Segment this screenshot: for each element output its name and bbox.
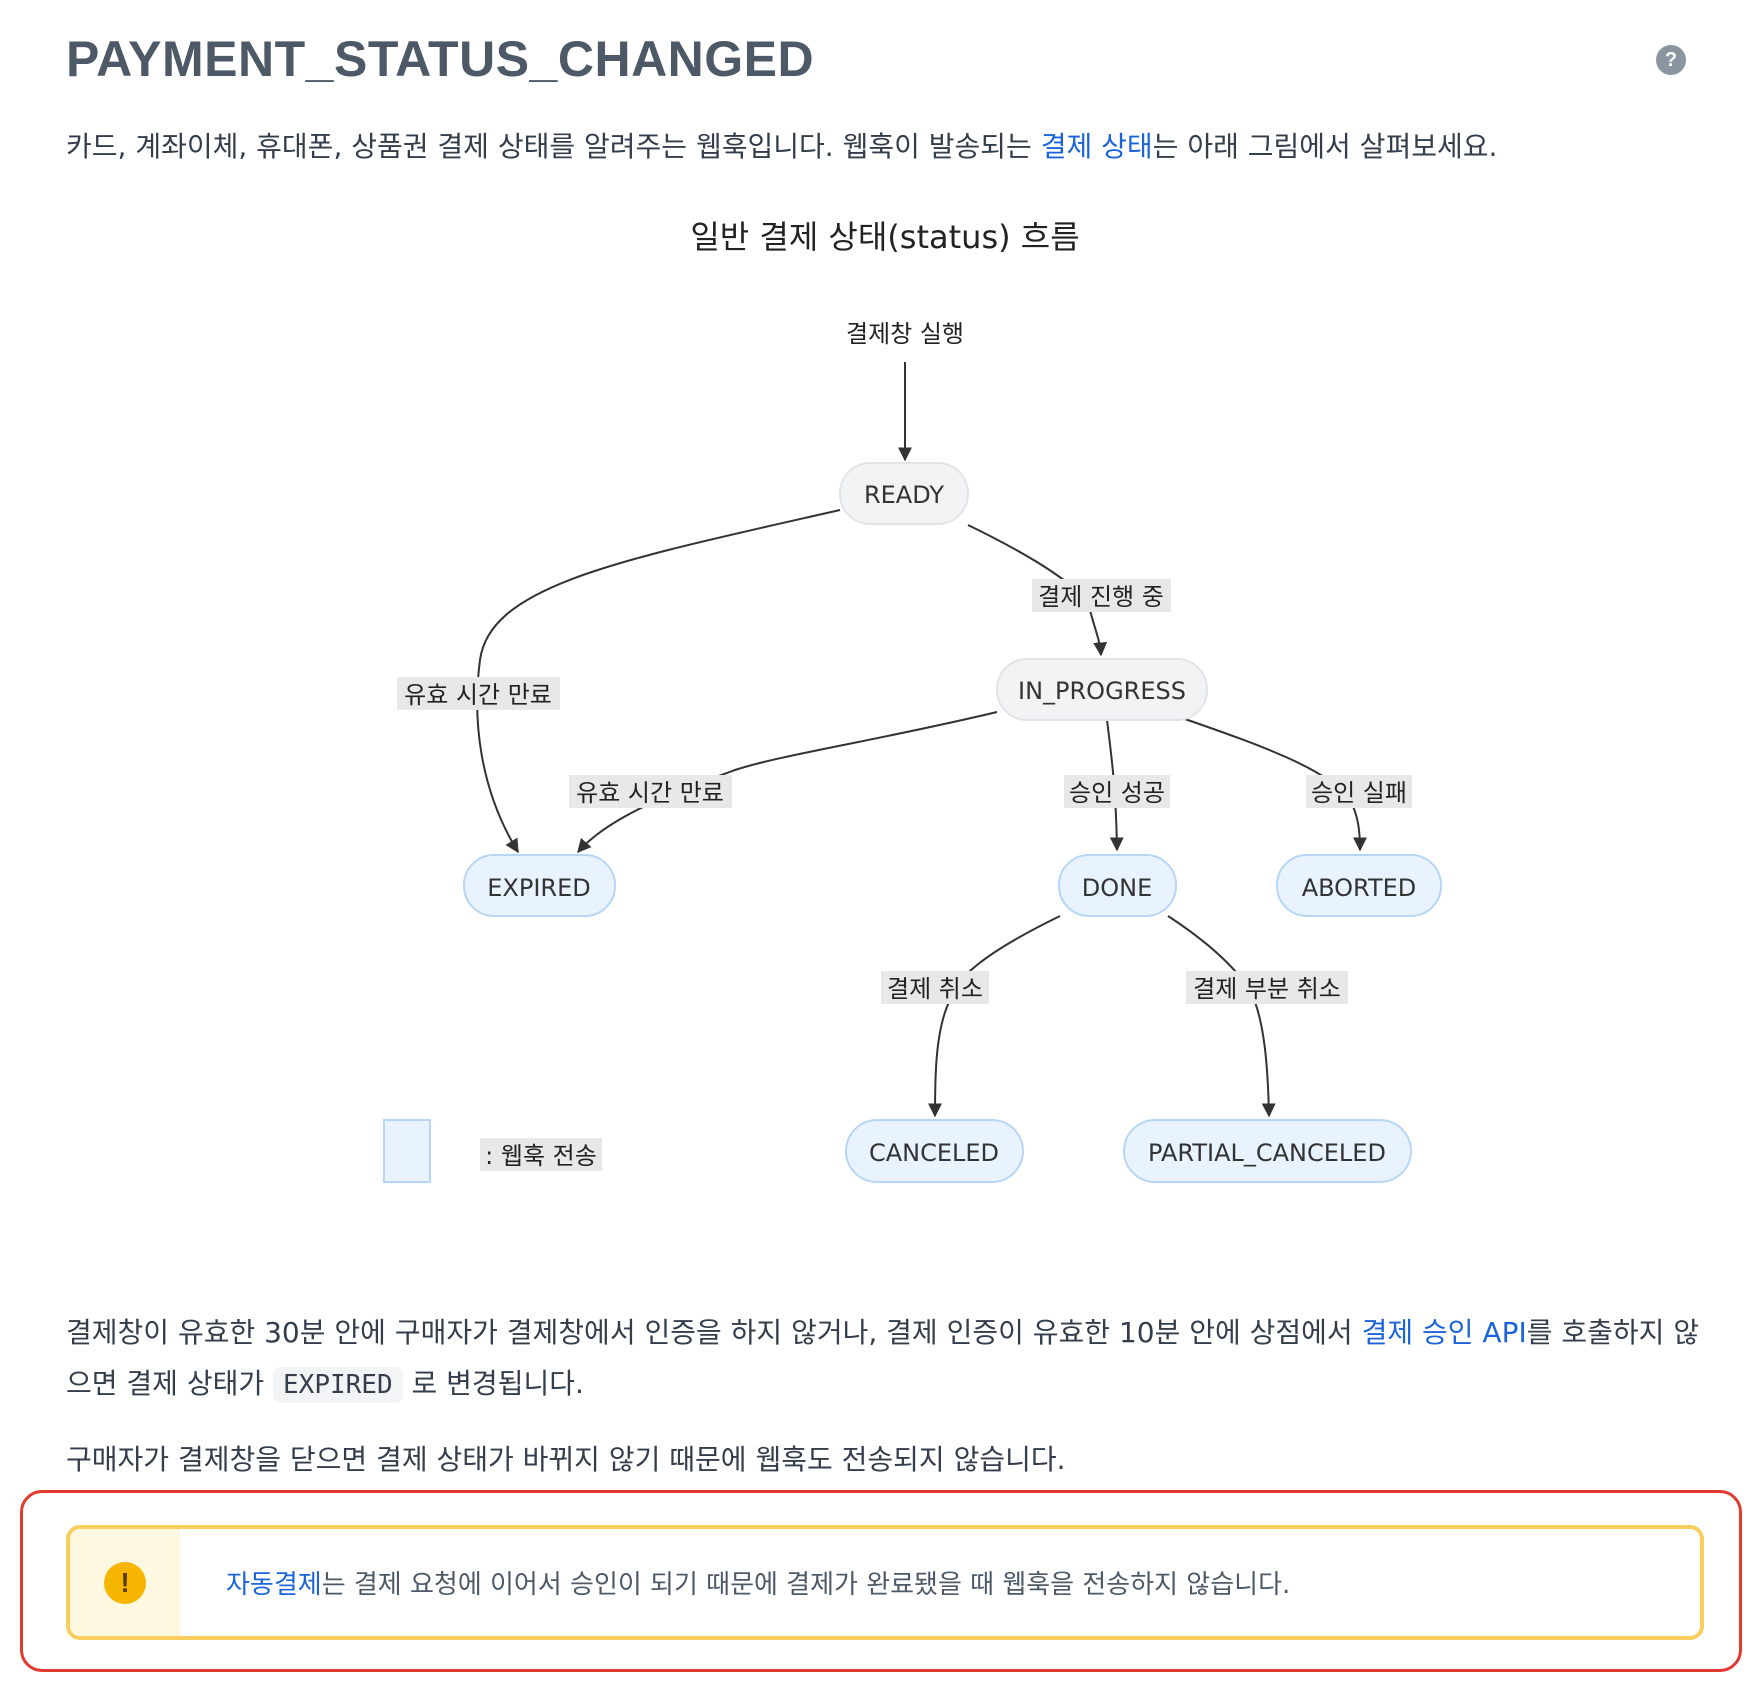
start-label: 결제창 실행 xyxy=(846,320,964,348)
edge-label-in-progress-to-aborted: 승인 실패 xyxy=(1306,775,1412,808)
edge-label-ready-to-expired: 유효 시간 만료 xyxy=(397,677,560,710)
edge-label-text: 결제 부분 취소 xyxy=(1193,975,1341,1003)
payment-status-link[interactable]: 결제 상태 xyxy=(1040,130,1153,163)
legend-swatch xyxy=(383,1119,431,1183)
node-partial-canceled: PARTIAL_CANCELED xyxy=(1123,1119,1412,1183)
node-canceled-label: CANCELED xyxy=(869,1139,999,1167)
expiry-text-after: 로 변경됩니다. xyxy=(402,1367,584,1400)
edge-label-done-to-canceled: 결제 취소 xyxy=(881,971,989,1004)
node-aborted-label: ABORTED xyxy=(1302,874,1417,902)
payment-confirm-api-link[interactable]: 결제 승인 API xyxy=(1361,1316,1527,1349)
edge-label-done-to-partial-canceled: 결제 부분 취소 xyxy=(1186,971,1348,1004)
edge-label-text: 승인 실패 xyxy=(1311,779,1407,807)
edge-done-to-partial-canceled xyxy=(1167,915,1276,1118)
highlight-frame xyxy=(20,1490,1742,1672)
question-circle-icon[interactable]: ? xyxy=(1656,45,1686,75)
expiry-text-mid: 를 호출하지 않으면 결제 상태가 xyxy=(66,1316,1700,1400)
edge-label-text: 결제 진행 중 xyxy=(1038,583,1164,611)
node-ready-label: READY xyxy=(864,481,944,509)
edge-label-text: 결제 취소 xyxy=(887,975,983,1003)
node-in-progress: IN_PROGRESS xyxy=(996,658,1208,721)
edge-label-text: 유효 시간 만료 xyxy=(576,779,724,807)
node-partial-canceled-label: PARTIAL_CANCELED xyxy=(1148,1139,1386,1167)
exclamation-circle-icon: ! xyxy=(104,1561,146,1604)
payment-status-flow-diagram: 결제창 실행 READY IN_PROGRESS EXPIRED DONE AB… xyxy=(383,320,1442,1183)
edge-label-in-progress-to-expired: 유효 시간 만료 xyxy=(569,775,732,808)
intro-text-before: 카드, 계좌이체, 휴대폰, 상품권 결제 상태를 알려주는 웹훅입니다. 웹훅… xyxy=(66,130,1041,163)
page-title: PAYMENT_STATUS_CHANGED xyxy=(66,31,815,87)
expiry-text-before: 결제창이 유효한 30분 안에 구매자가 결제창에서 인증을 하지 않거나, 결… xyxy=(66,1316,1362,1349)
edge-ready-to-expired xyxy=(476,509,841,854)
node-aborted: ABORTED xyxy=(1276,854,1442,917)
node-done-label: DONE xyxy=(1082,874,1153,902)
legend: : 웹훅 전송 xyxy=(383,1119,602,1183)
edge-label-in-progress-to-done: 승인 성공 xyxy=(1064,775,1170,808)
edge-in-progress-to-expired xyxy=(577,711,998,854)
edge-label-ready-to-in-progress: 결제 진행 중 xyxy=(1032,579,1171,612)
node-done: DONE xyxy=(1058,854,1177,917)
edge-label-text: 유효 시간 만료 xyxy=(404,681,552,709)
expiry-paragraph: 결제창이 유효한 30분 안에 구매자가 결제창에서 인증을 하지 않거나, 결… xyxy=(66,1307,1706,1411)
callout-message: 는 결제 요청에 이어서 승인이 되기 때문에 결제가 완료됐을 때 웹훅을 전… xyxy=(321,1570,1291,1600)
edge-label-text: 승인 성공 xyxy=(1069,779,1165,807)
node-expired-label: EXPIRED xyxy=(487,874,590,902)
diagram-title: 일반 결제 상태(status) 흐름 xyxy=(690,218,1080,256)
node-ready: READY xyxy=(839,462,969,525)
intro-paragraph: 카드, 계좌이체, 휴대폰, 상품권 결제 상태를 알려주는 웹훅입니다. 웹훅… xyxy=(66,127,1497,167)
node-expired: EXPIRED xyxy=(463,854,616,917)
node-in-progress-label: IN_PROGRESS xyxy=(1018,677,1186,705)
expired-code: EXPIRED xyxy=(273,1367,403,1403)
intro-text-after: 는 아래 그림에서 살펴보세요. xyxy=(1152,130,1498,163)
callout-icon-area: ! xyxy=(70,1529,180,1636)
legend-label: : 웹훅 전송 xyxy=(485,1142,597,1170)
node-canceled: CANCELED xyxy=(845,1119,1024,1183)
close-window-paragraph: 구매자가 결제창을 닫으면 결제 상태가 바뀌지 않기 때문에 웹훅도 전송되지… xyxy=(66,1443,1066,1476)
auto-payment-link[interactable]: 자동결제 xyxy=(226,1570,322,1600)
edge-done-to-canceled xyxy=(928,915,1061,1118)
